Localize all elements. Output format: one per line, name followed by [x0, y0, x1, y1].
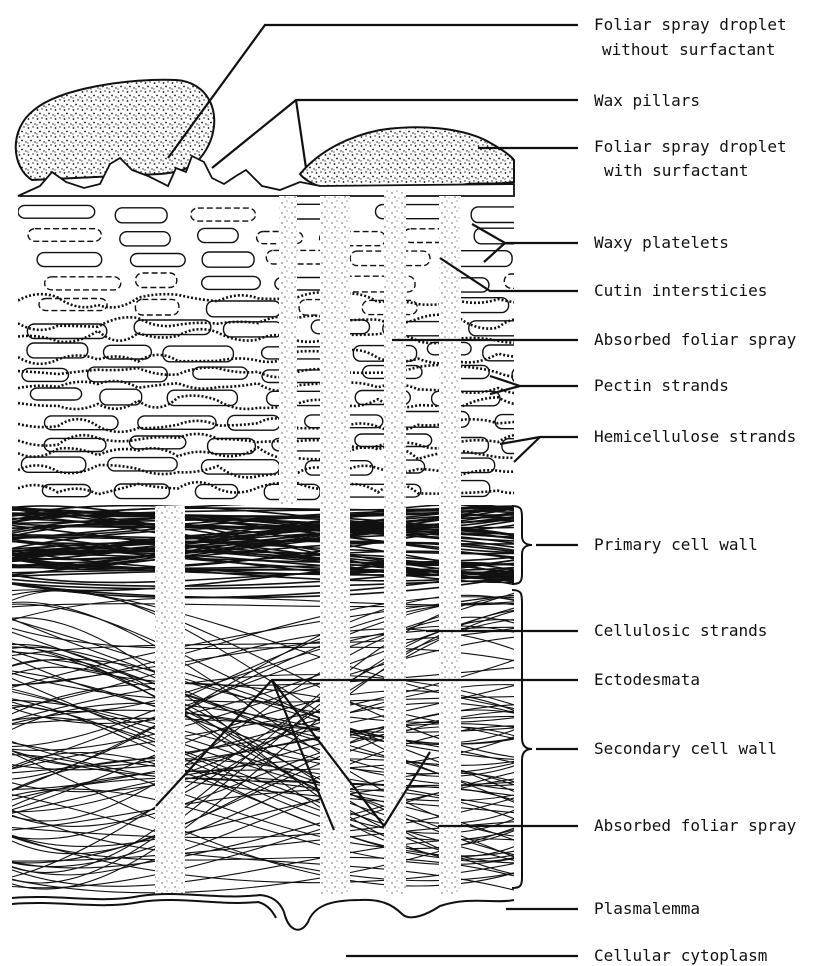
ectodesma-channel	[384, 190, 406, 895]
cellulosic-strand	[12, 759, 514, 813]
label-droplet-no-surfactant-1: Foliar spray droplet	[594, 15, 787, 34]
waxy-platelet	[45, 277, 121, 290]
label-ectodesmata: Ectodesmata	[594, 670, 700, 689]
label-cellulosic-strands: Cellulosic strands	[594, 621, 767, 640]
waxy-platelet	[30, 388, 81, 400]
leader-waxy-platelets	[472, 224, 578, 243]
label-cutin-intersticies: Cutin intersticies	[594, 281, 767, 300]
ectodesma-channel	[320, 196, 350, 895]
waxy-platelet	[471, 207, 536, 223]
label-cellular-cytoplasm: Cellular cytoplasm	[594, 946, 767, 965]
ectodesma-channel	[439, 196, 461, 895]
waxy-platelet	[136, 273, 177, 288]
waxy-platelet	[120, 232, 170, 246]
label-absorbed-upper: Absorbed foliar spray	[594, 330, 797, 349]
label-absorbed-lower: Absorbed foliar spray	[594, 816, 797, 835]
waxy-platelet	[114, 484, 169, 499]
ectodesma-channel	[279, 196, 297, 505]
label-waxy-platelets: Waxy platelets	[594, 233, 729, 252]
waxy-platelet	[130, 436, 186, 449]
plasmalemma-membrane	[12, 894, 514, 930]
secondary-wall-brace	[512, 590, 532, 888]
waxy-platelet	[202, 276, 261, 289]
label-pectin-strands: Pectin strands	[594, 376, 729, 395]
waxy-platelet	[198, 228, 239, 242]
label-primary-cell-wall: Primary cell wall	[594, 535, 758, 554]
waxy-platelet	[167, 390, 237, 405]
leader-waxy-platelets-2	[484, 243, 505, 262]
label-plasmalemma: Plasmalemma	[594, 899, 700, 918]
waxy-platelet	[191, 208, 256, 221]
label-wax-pillars: Wax pillars	[594, 91, 700, 110]
waxy-platelet	[504, 274, 551, 288]
waxy-platelet	[115, 208, 167, 223]
droplet-with-surfactant	[300, 127, 514, 191]
waxy-platelet	[202, 252, 254, 267]
cell-wall-layer	[12, 501, 514, 892]
waxy-platelet	[108, 458, 178, 471]
label-droplet-no-surfactant-2: without surfactant	[602, 40, 775, 59]
waxy-platelet	[28, 229, 101, 242]
leader-wax-pillars-2	[296, 100, 306, 168]
label-secondary-cell-wall: Secondary cell wall	[594, 739, 777, 758]
waxy-platelet	[483, 345, 521, 361]
waxy-platelet	[39, 299, 107, 311]
label-hemicellulose-strands: Hemicellulose strands	[594, 427, 796, 446]
leader-pectin	[490, 376, 578, 386]
labels: Foliar spray droplet without surfactant …	[594, 15, 797, 965]
waxy-platelet	[27, 343, 88, 358]
label-droplet-surfactant-2: with surfactant	[604, 161, 749, 180]
waxy-platelet	[207, 301, 281, 317]
waxy-platelet	[512, 367, 573, 383]
label-droplet-surfactant-1: Foliar spray droplet	[594, 137, 787, 156]
waxy-platelet	[495, 415, 560, 429]
cellulosic-strand	[12, 595, 514, 687]
waxy-platelet	[135, 299, 179, 315]
primary-wall-brace	[512, 506, 532, 584]
waxy-platelet	[18, 205, 95, 218]
ectodesma-channel	[155, 506, 185, 895]
waxy-platelet	[224, 322, 283, 337]
waxy-platelet	[22, 368, 69, 381]
waxy-platelet	[131, 254, 186, 267]
waxy-platelet	[42, 485, 90, 497]
waxy-platelet	[37, 253, 102, 267]
